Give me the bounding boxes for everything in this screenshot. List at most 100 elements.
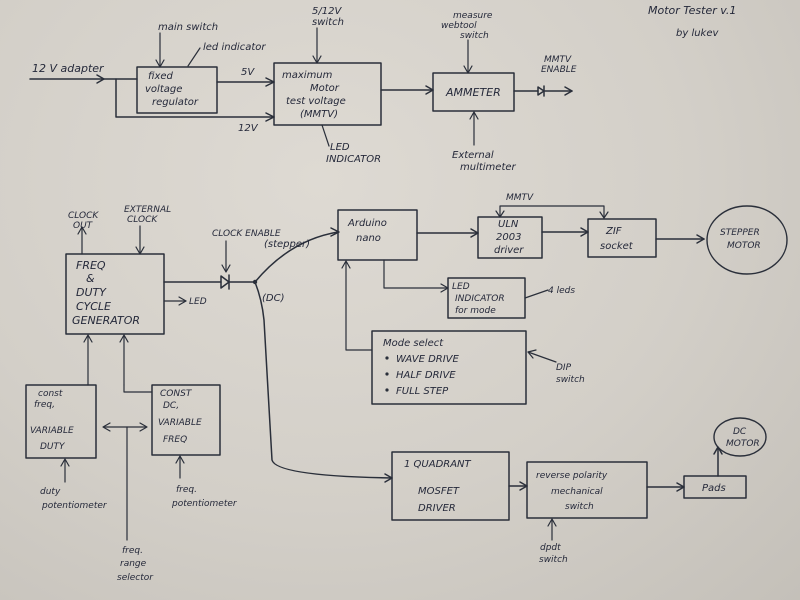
- range-selector-line-3: selector: [117, 573, 154, 583]
- dc-motor-circle: [713, 417, 767, 457]
- mode-half: HALF DRIVE: [396, 370, 456, 381]
- external-clock-line-2: CLOCK: [127, 215, 158, 225]
- mosfet-line-2: MOSFET: [418, 486, 460, 497]
- stepper-mmtv-label: MMTV: [506, 193, 534, 203]
- generator-led-label: LED: [189, 297, 207, 307]
- mode-select-block: [371, 330, 527, 405]
- stepper-motor-line-1: STEPPER: [720, 228, 760, 238]
- four-leds-label: 4 leds: [548, 286, 575, 296]
- mode-full: FULL STEP: [396, 386, 449, 397]
- multimeter-line-2: multimeter: [460, 162, 517, 173]
- uln-line-2: 2003: [496, 232, 521, 243]
- dip-switch-arrow: [527, 351, 557, 363]
- const-dc-line-3: VARIABLE: [158, 418, 202, 428]
- zif-line-2: socket: [600, 241, 634, 252]
- mode-led-line-2: INDICATOR: [455, 294, 505, 304]
- dip-switch-line-2: switch: [556, 375, 585, 385]
- mosfet-line-3: DRIVER: [418, 503, 456, 514]
- regulator-line-1: fixed: [148, 71, 174, 82]
- ammeter-label: AMMETER: [445, 86, 501, 99]
- mode-led-line-1: LED: [452, 282, 470, 292]
- generator-line-5: GENERATOR: [72, 314, 140, 327]
- dc-motor-line-1: DC: [733, 427, 747, 437]
- webtool-line-2: webtool: [441, 21, 477, 31]
- mode-bullet-1: [385, 356, 389, 360]
- duty-pot-line-1: duty: [40, 487, 61, 497]
- const-freq-line-2: freq,: [34, 400, 55, 410]
- freq-pot-line-1: freq.: [176, 485, 197, 495]
- generator-line-4: CYCLE: [76, 300, 111, 313]
- mode-bullet-3: [385, 388, 389, 392]
- diagram-author: by lukev: [676, 28, 720, 39]
- mmtv-line-2: Motor: [310, 83, 340, 94]
- webtool-line-1: measure: [453, 11, 493, 21]
- mode-select-title: Mode select: [383, 338, 444, 349]
- arduino-line-1: Arduino: [347, 218, 387, 229]
- clock-out-line-1: CLOCK: [68, 211, 99, 221]
- multimeter-line-1: External: [452, 150, 494, 161]
- mmtv-led-line-1: LED: [330, 142, 350, 153]
- uln-line-1: ULN: [498, 219, 519, 230]
- dip-switch-line-1: DIP: [556, 363, 572, 373]
- mmtv-line-4: (MMTV): [300, 109, 338, 120]
- const-freq-line-3: VARIABLE: [30, 426, 74, 436]
- mode-led-line-3: for mode: [455, 306, 496, 316]
- mmtv-enable-line-1: MMTV: [544, 55, 572, 65]
- label-5v: 5V: [241, 67, 255, 78]
- stepper-motor-circle: [706, 205, 788, 275]
- led-indicator-label: led indicator: [203, 42, 266, 53]
- diagram-title: Motor Tester v.1: [648, 4, 736, 17]
- mmtv-block: [273, 62, 382, 126]
- generator-line-3: DUTY: [76, 286, 107, 299]
- main-switch-label: main switch: [158, 22, 218, 33]
- mmtv-line-3: test voltage: [286, 96, 346, 107]
- reverse-line-2: mechanical: [551, 487, 603, 497]
- switch-512-line-2: switch: [312, 17, 344, 28]
- led-indicator-arrow: [187, 47, 201, 67]
- dc-motor-line-2: MOTOR: [726, 439, 760, 449]
- uln-driver-block: [477, 216, 543, 259]
- pads-label: Pads: [702, 483, 726, 494]
- regulator-line-3: regulator: [152, 97, 199, 108]
- generator-line-2: &: [86, 272, 95, 285]
- const-freq-block: [25, 384, 97, 459]
- zif-line-1: ZIF: [605, 226, 622, 237]
- range-selector-line-1: freq.: [122, 546, 143, 556]
- webtool-line-3: switch: [460, 31, 489, 41]
- pads-block: [683, 475, 747, 499]
- mmtv-enable-switch-icon: [537, 86, 545, 96]
- const-dc-line-1: CONST: [160, 389, 193, 399]
- mmtv-led-line-2: INDICATOR: [326, 154, 381, 165]
- arduino-block: [337, 209, 418, 261]
- wire-arduino-led: [383, 259, 449, 289]
- wire-12v: [115, 78, 275, 118]
- const-dc-line-4: FREQ: [163, 435, 187, 445]
- switch-512-line-1: 5/12V: [312, 6, 342, 17]
- wire-to-arduino: [254, 231, 339, 283]
- clock-enable-label: CLOCK ENABLE: [212, 229, 281, 239]
- freq-pot-line-2: potentiometer: [171, 499, 238, 509]
- clock-enable-switch-icon: [220, 275, 230, 289]
- regulator-block: [136, 66, 218, 114]
- generator-block: [65, 253, 165, 335]
- adapter-arrow: [96, 74, 105, 84]
- reverse-line-3: switch: [565, 502, 594, 512]
- uln-line-3: driver: [494, 245, 524, 256]
- adapter-label: 12 V adapter: [32, 62, 105, 75]
- mmtv-enable-line-2: ENABLE: [541, 65, 577, 75]
- ammeter-block: [432, 72, 515, 112]
- reverse-line-1: reverse polarity: [536, 471, 608, 481]
- zif-socket-block: [587, 218, 657, 258]
- mosfet-line-1: 1 QUADRANT: [404, 459, 472, 470]
- external-clock-line-1: EXTERNAL: [124, 205, 171, 215]
- const-freq-line-4: DUTY: [40, 442, 66, 452]
- wire-to-mosfet: [254, 281, 393, 479]
- mmtv-line-1: maximum: [282, 70, 333, 81]
- generator-line-1: FREQ: [76, 259, 106, 272]
- mmtv-led-lead: [321, 124, 330, 147]
- const-freq-line-1: const: [38, 389, 63, 399]
- dpdt-line-2: switch: [539, 555, 568, 565]
- label-12v: 12V: [238, 123, 259, 134]
